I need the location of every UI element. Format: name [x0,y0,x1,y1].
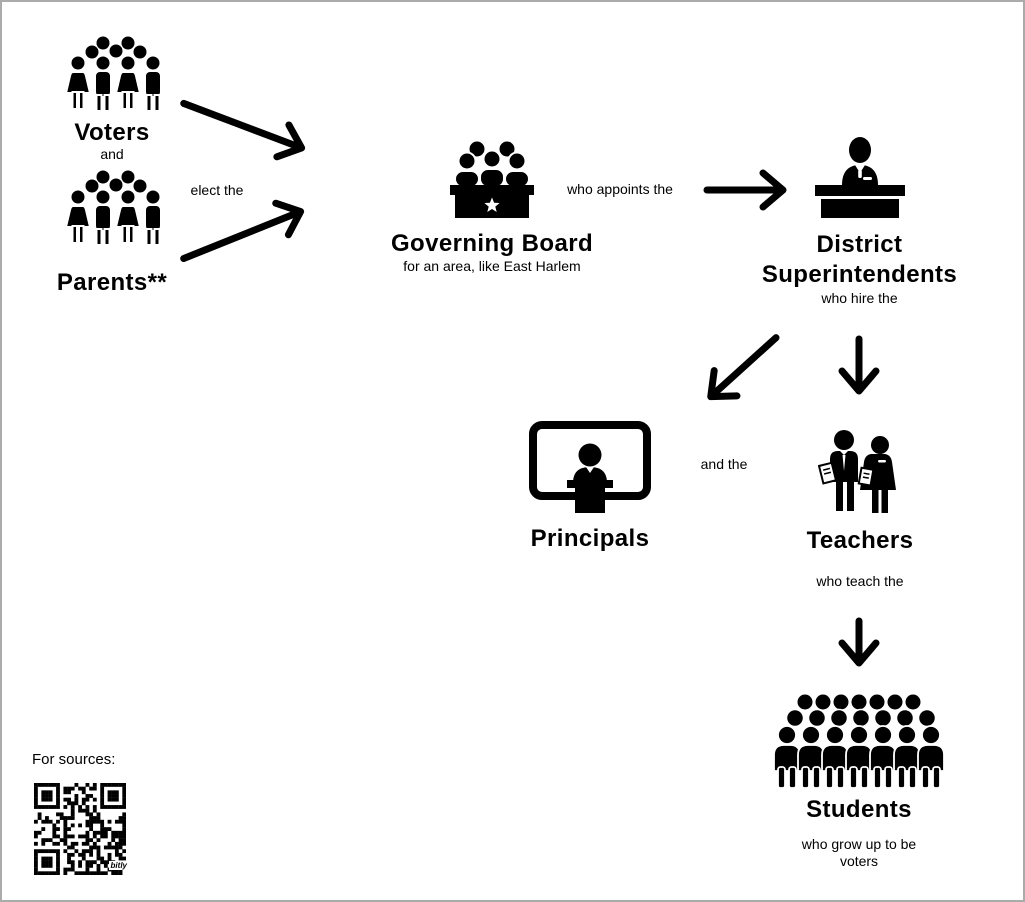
crowd-icon [64,170,162,246]
node-voters: Voters [37,35,187,147]
qr-code-icon [34,783,126,875]
teachers-label: Teachers [806,527,914,554]
connector-elect-text: elect the [190,182,244,198]
arrow-parents-to-board-icon [180,199,305,263]
governing-board-sublabel: for an area, like East Harlem [403,258,581,274]
node-teachers: Teachers who teach the [780,429,940,590]
district-superintendents-label-line1: District [816,231,903,258]
arrow-teachers-to-students-icon [838,617,880,667]
students-sublabel-line1: who grow up to be [801,836,917,852]
connector-appoints-text: who appoints the [567,181,673,197]
node-parents: Parents** [37,169,187,297]
qr-code: bitly [34,783,129,875]
sources-label: For sources: [32,751,116,768]
principal-whiteboard-icon [529,421,651,513]
arrow-superintendents-to-teachers-icon [838,335,880,395]
principals-label: Principals [530,525,650,552]
arrow-voters-to-board-icon [180,99,306,161]
crowd-icon [64,36,162,112]
students-crowd-icon [773,694,945,789]
district-superintendents-label-line2: Superintendents [761,261,958,288]
district-superintendents-sublabel: who hire the [821,290,898,306]
teachers-sublabel: who teach the [816,573,904,589]
governing-board-label: Governing Board [390,230,594,257]
node-students: Students who grow up to be voters [759,693,959,870]
node-district-superintendents: District Superintendents who hire the [747,136,972,307]
governing-board-podium-icon [450,141,534,218]
voters-label: Voters [74,119,150,146]
node-principals: Principals [510,421,670,553]
parents-label: Parents** [56,269,168,296]
node-governing-board: Governing Board for an area, like East H… [377,140,607,275]
students-label: Students [806,796,912,823]
arrow-board-to-superintendents-icon [703,169,787,211]
qr-brand-label: bitly [108,861,129,870]
connector-and-the-text: and the [700,456,748,472]
students-sublabel: who grow up to be voters [802,836,916,870]
district-superintendents-label: District Superintendents [762,230,957,290]
connector-and-text: and [100,146,124,162]
students-sublabel-line2: voters [839,853,879,869]
arrow-superintendents-to-principals-icon [707,334,780,401]
superintendent-desk-icon [814,137,905,218]
teachers-pair-icon [818,430,896,513]
